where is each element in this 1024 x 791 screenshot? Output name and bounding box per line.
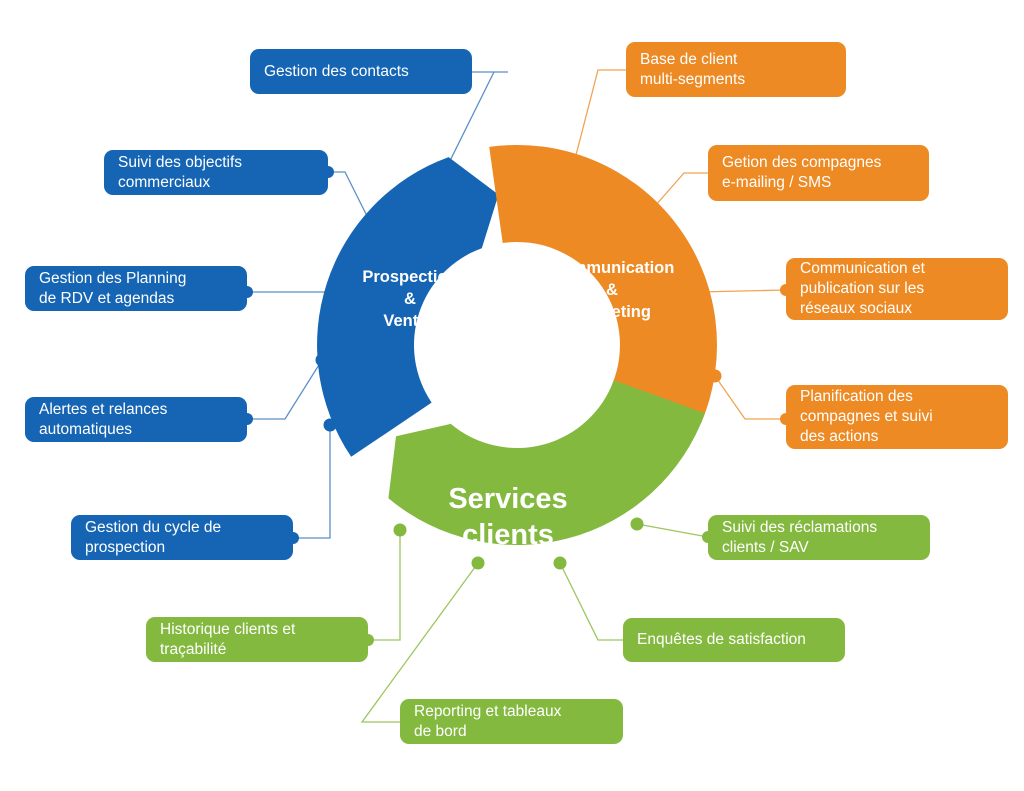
blue-item-planning: Gestion des Planning de RDV et agendas: [25, 266, 247, 311]
green-item-label: Suivi des réclamations clients / SAV: [722, 518, 878, 556]
orange-item-label: Communication et publication sur les rés…: [800, 260, 925, 317]
connector-dot: [427, 186, 441, 200]
connector-line: [247, 359, 323, 420]
connector-line: [368, 530, 401, 641]
connector-dot: [693, 285, 707, 299]
blue-item-label: Suivi des objectifs commerciaux: [118, 153, 243, 191]
orange-item-label: Getion des compagnes e-mailing / SMS: [722, 154, 882, 191]
green-item-label: Historique clients et traçabilité: [160, 620, 296, 658]
connector-line: [714, 375, 786, 420]
connector-dot: [330, 285, 344, 299]
connector-dot: [708, 369, 722, 383]
green-item-satisfaction: Enquêtes de satisfaction: [623, 618, 845, 662]
orange-item-client-base: Base de client multi-segments: [626, 42, 846, 97]
cycle-ring: [317, 144, 717, 545]
orange-item-planning-campaigns: Planification des compagnes et suivi des…: [786, 385, 1008, 449]
connector-dot: [371, 231, 385, 245]
blue-item-label: Gestion des Planning de RDV et agendas: [39, 269, 187, 307]
segment-label-marketing: Communication & Marketing: [549, 259, 675, 321]
connector-dot: [561, 179, 575, 193]
segment-services: [388, 380, 705, 545]
blue-item-label: Gestion des contacts: [264, 62, 409, 80]
connector-lines: [247, 69, 787, 723]
green-item-reporting: Reporting et tableaux de bord: [400, 699, 623, 744]
green-item-complaints: Suivi des réclamations clients / SAV: [708, 515, 930, 560]
segment-marketing: [489, 144, 717, 434]
connector-dot: [553, 556, 567, 570]
segment-label-services: Services clients: [448, 483, 568, 551]
segment-prospection: [317, 157, 499, 457]
blue-item-objectives: Suivi des objectifs commerciaux: [104, 150, 328, 195]
green-item-history: Historique clients et traçabilité: [146, 617, 368, 662]
blue-item-contacts: Gestion des contacts: [250, 49, 472, 94]
connector-line: [360, 562, 479, 723]
blue-item-label: Alertes et relances automatiques: [39, 400, 168, 438]
connector-dot: [315, 353, 329, 367]
blue-item-prospection-cycle: Gestion du cycle de prospection: [71, 515, 293, 560]
orange-item-social: Communication et publication sur les rés…: [786, 258, 1008, 320]
orange-item-label: Base de client multi-segments: [640, 50, 746, 88]
blue-item-alerts: Alertes et relances automatiques: [25, 397, 247, 442]
green-item-label: Enquêtes de satisfaction: [637, 631, 806, 648]
connector-line: [559, 562, 623, 641]
connector-dot: [393, 523, 407, 537]
orange-item-label: Planification des compagnes et suivi des…: [800, 388, 933, 445]
green-item-label: Reporting et tableaux de bord: [414, 702, 562, 740]
blue-item-label: Gestion du cycle de prospection: [85, 518, 222, 556]
connector-line: [699, 289, 787, 293]
connector-line: [433, 71, 508, 194]
connector-line: [636, 523, 709, 538]
connector-dot: [323, 418, 337, 432]
connector-dot: [634, 215, 648, 229]
segment-label-prospection: Prospection & Ventes: [362, 268, 458, 330]
orange-item-emailing: Getion des compagnes e-mailing / SMS: [708, 145, 929, 201]
connector-line: [293, 425, 331, 539]
connector-dot: [630, 517, 644, 531]
connector-line: [567, 69, 626, 187]
connector-dot: [471, 556, 485, 570]
